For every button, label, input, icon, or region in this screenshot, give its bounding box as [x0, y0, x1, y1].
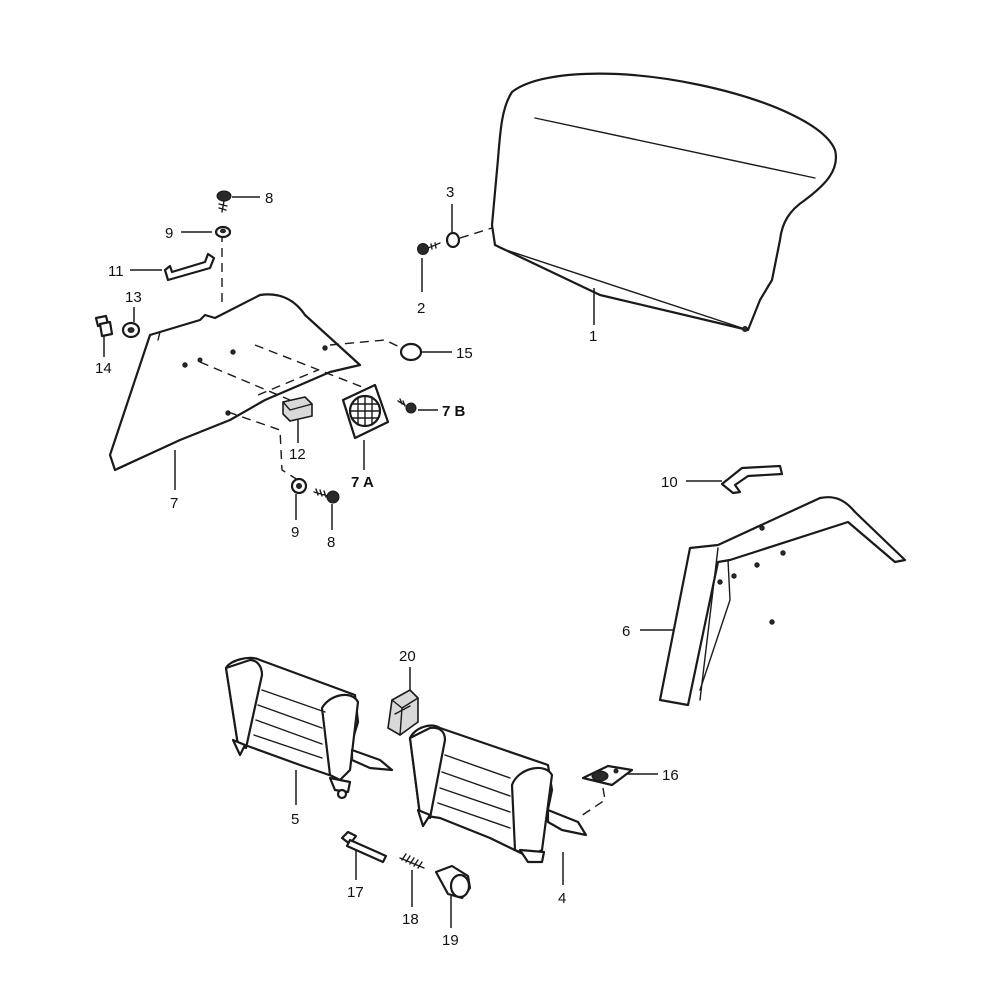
part-19-knob [434, 864, 472, 900]
part-8-bottom-screw [313, 488, 340, 504]
part-4-right-child-seat [408, 724, 588, 864]
part-8-top-screw [216, 190, 232, 213]
callout-5: 5 [291, 811, 299, 828]
callout-3: 3 [446, 184, 454, 201]
callout-14: 14 [95, 360, 112, 377]
leader-lines [103, 196, 722, 928]
part-20-latch [387, 689, 419, 736]
callout-15: 15 [456, 345, 473, 362]
part-5-left-child-seat [224, 656, 394, 800]
part-2-screw [417, 242, 441, 255]
part-17-pin [340, 830, 388, 864]
part-11-handle [163, 252, 216, 282]
callout-labels: 1 2 3 4 5 6 7 7 A 7 B 8 8 9 9 10 11 12 1… [95, 184, 679, 949]
part-9-bottom-nut [290, 477, 308, 495]
callout-20: 20 [399, 648, 416, 665]
callout-9-top: 9 [165, 225, 173, 242]
part-12-clip [282, 396, 313, 422]
callout-1: 1 [589, 328, 597, 345]
callout-16: 16 [662, 767, 679, 784]
callout-13: 13 [125, 289, 142, 306]
part-3-grommet [445, 231, 461, 249]
callout-7: 7 [170, 495, 178, 512]
callout-4: 4 [558, 890, 566, 907]
part-10-bracket [720, 464, 784, 495]
callout-8-top: 8 [265, 190, 273, 207]
callout-10: 10 [661, 474, 678, 491]
part-9-top-nut [214, 225, 232, 239]
callout-9-bottom: 9 [291, 524, 299, 541]
part-7b-screw [397, 398, 417, 414]
part-7a-speaker-grille [341, 383, 390, 440]
callout-19: 19 [442, 932, 459, 949]
part-1-backrest-panel [490, 72, 838, 332]
part-6-right-side-panel [658, 496, 907, 707]
assembly-line-backrest [459, 227, 493, 239]
callout-7a: 7 A [351, 474, 374, 491]
part-16-mounting-plate [581, 764, 634, 787]
part-14-bolt [94, 314, 114, 338]
callout-8-bottom: 8 [327, 534, 335, 551]
callout-18: 18 [402, 911, 419, 928]
callout-7b: 7 B [442, 403, 466, 420]
callout-11: 11 [108, 263, 124, 280]
part-18-spring [399, 853, 425, 869]
assembly-line-plate [577, 787, 606, 819]
callout-17: 17 [347, 884, 364, 901]
part-15-cap [399, 342, 423, 362]
part-7-left-side-panel [108, 293, 362, 472]
callout-12: 12 [289, 446, 306, 463]
part-13-washer [121, 321, 141, 339]
callout-2: 2 [417, 300, 425, 317]
callout-6: 6 [622, 623, 630, 640]
assembly-lines-left [199, 238, 411, 481]
